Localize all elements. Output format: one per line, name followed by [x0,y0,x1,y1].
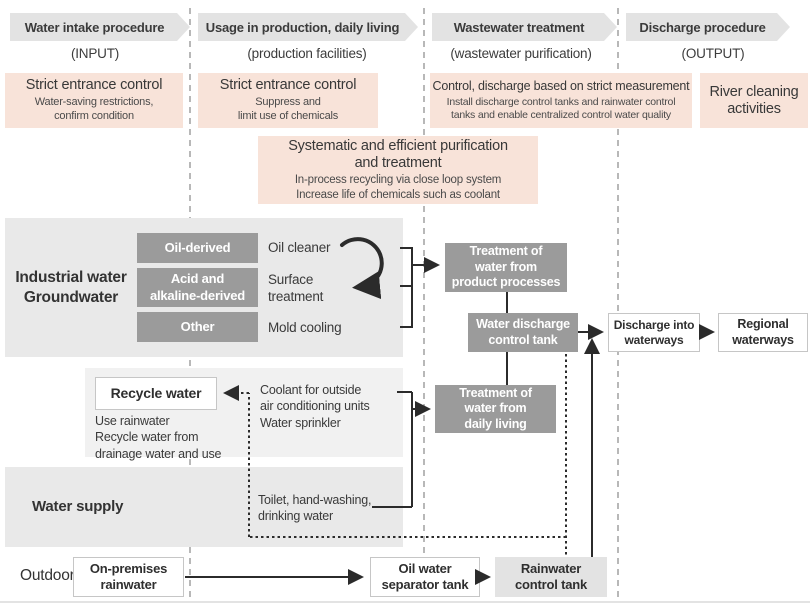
water-supply-panel [5,467,403,547]
sub-wastewater-purification: (wastewater purification) [450,45,592,61]
tag-oil-derived: Oil-derived [137,233,258,263]
header-discharge-label: Discharge procedure [639,19,766,35]
toilet-handwashing-text: Toilet, hand-washing, drinking water [258,493,372,524]
recycle-water-description: Use rainwater Recycle water from drainag… [95,414,222,461]
header-wastewater-label: Wastewater treatment [453,19,585,35]
coolant-sprinkler-text: Coolant for outside air conditioning uni… [260,383,370,430]
note-intake-body: Water-saving restrictions, confirm condi… [34,96,154,122]
header-water-intake-label: Water intake procedure [24,19,165,35]
industrial-water-label: Industrial water Groundwater [15,268,127,306]
discharge-into-waterways-box: Discharge into waterways [608,313,700,352]
recycle-water-box: Recycle water [95,377,217,410]
daily-water-collector-lines [372,391,413,508]
water-discharge-control-tank-box: Water discharge control tank [468,313,578,352]
header-wastewater: Wastewater treatment [432,13,617,41]
regional-waterways-box: Regional waterways [718,313,808,352]
header-water-intake: Water intake procedure [10,13,190,41]
note-usage-title: Strict entrance control [219,77,357,94]
note-usage-control: Strict entrance control Suppress and lim… [198,73,378,128]
tag-other: Other [137,312,258,342]
sub-production-facilities: (production facilities) [247,45,367,61]
note-river-cleaning-title: River cleaning activities [709,83,799,117]
oil-water-separator-tank-box: Oil water separator tank [370,557,480,597]
treatment-daily-living-box: Treatment of water from daily living [435,385,556,433]
note-usage-body: Suppress and limit use of chemicals [237,96,339,122]
header-discharge: Discharge procedure [626,13,790,41]
note-wastewater-title: Control, discharge based on strict measu… [432,79,690,94]
note-purification: Systematic and efficient purification an… [258,136,538,204]
process-oil-cleaner: Oil cleaner [268,240,331,255]
industrial-funnel-lines [400,247,413,328]
tag-acid-alkaline: Acid and alkaline-derived [137,268,258,307]
sub-input: (INPUT) [70,45,120,61]
rainwater-control-tank-box: Rainwater control tank [495,557,607,597]
sub-output: (OUTPUT) [681,45,745,61]
treatment-product-processes-box: Treatment of water from product processe… [445,243,567,292]
on-premises-rainwater-box: On-premises rainwater [73,557,184,597]
recycle-loop-arrow-icon [340,237,384,300]
water-supply-label: Water supply [32,498,124,515]
header-usage-label: Usage in production, daily living [205,19,400,35]
note-wastewater-body: Install discharge control tanks and rain… [446,95,676,121]
note-purification-title: Systematic and efficient purification an… [288,137,508,171]
note-wastewater-control: Control, discharge based on strict measu… [430,73,692,128]
note-intake-title: Strict entrance control [25,77,163,94]
outdoor-label: Outdoor [20,567,75,584]
note-purification-body: In-process recycling via close loop syst… [294,174,502,201]
note-river-cleaning: River cleaning activities [700,73,808,128]
note-intake-control: Strict entrance control Water-saving res… [5,73,183,128]
header-usage: Usage in production, daily living [198,13,418,41]
process-surface-treatment: Surface treatment [268,272,324,304]
process-mold-cooling: Mold cooling [268,320,342,335]
